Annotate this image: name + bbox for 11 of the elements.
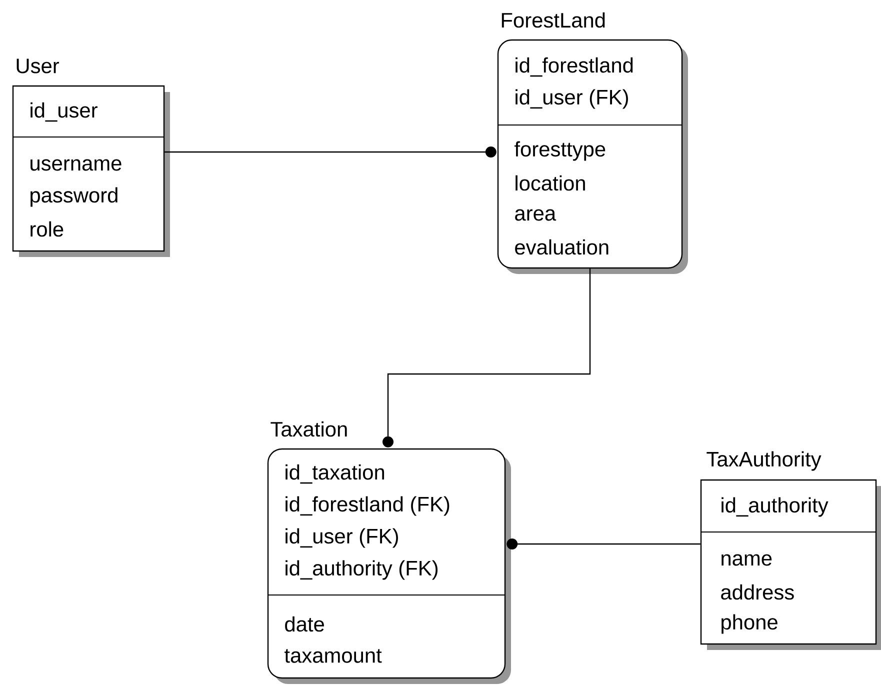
entity-box: id_forestland id_user (FK) foresttype location area evaluation [497,39,688,274]
relationship-line [382,268,591,448]
entity-title: TaxAuthority [706,451,822,471]
entity-box: id_taxation id_forestland (FK) id_user (FK) id_authority (FK) date taxamount [267,448,511,684]
relationship-line [164,146,496,158]
entity-box: id_user username password role [12,85,170,257]
entity-box: id_authority name address phone [700,479,881,650]
entity-title: Taxation [270,421,347,437]
entity-title: User [16,58,60,74]
relationship-line [506,538,700,550]
entity-title: ForestLand [502,12,605,28]
